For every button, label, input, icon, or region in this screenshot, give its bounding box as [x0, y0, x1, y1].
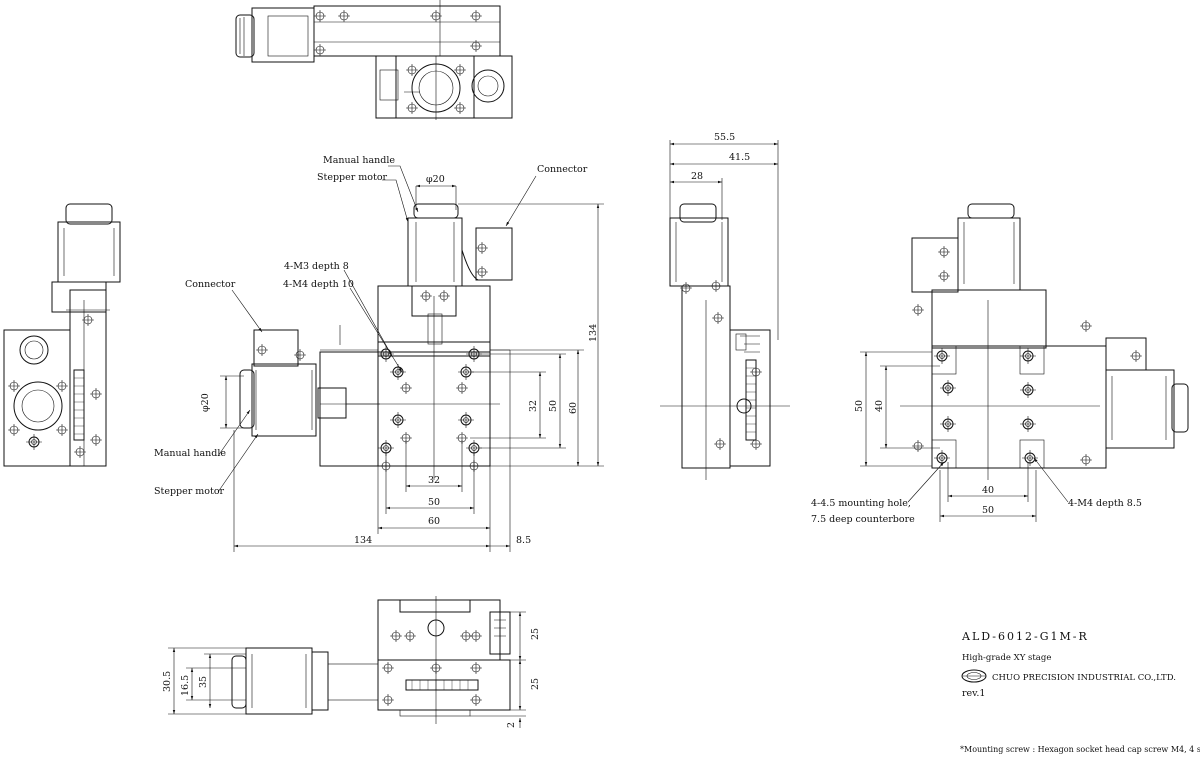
dim-25-upper: 25: [530, 628, 541, 640]
dim-phi20-top: φ20: [426, 174, 445, 185]
label-mounting-hole-2: 7.5 deep counterbore: [811, 514, 915, 525]
bottom-view: [900, 203, 1189, 480]
dim-30-5: 30.5: [162, 671, 173, 692]
dim-60-horizontal: 60: [428, 516, 440, 527]
dim-35: 35: [198, 676, 209, 688]
label-manual-handle-left: Manual handle: [154, 448, 226, 459]
dim-phi20-left: φ20: [200, 393, 211, 412]
company-logo: [961, 669, 987, 683]
right-side-view: [660, 203, 790, 480]
dim-28: 28: [691, 171, 703, 182]
revision: rev.1: [962, 688, 985, 699]
dim-40-bottom-horizontal: 40: [982, 485, 994, 496]
label-m4-depth-10: 4-M4 depth 10: [283, 279, 354, 290]
left-side-view: [3, 203, 121, 467]
top-view: [235, 0, 513, 120]
front-view: [239, 203, 513, 480]
dim-134-vertical: 134: [588, 324, 599, 342]
dim-40-bottom-vertical: 40: [874, 400, 885, 412]
label-mounting-hole-1: 4-4.5 mounting hole,: [811, 498, 911, 509]
model-number: ALD-6012-G1M-R: [961, 630, 1089, 643]
dim-32-vertical: 32: [528, 400, 539, 412]
side-view-bottom: [231, 596, 511, 724]
label-stepper-motor-left: Stepper motor: [154, 486, 225, 497]
dim-41-5: 41.5: [729, 152, 750, 163]
dim-16-5: 16.5: [180, 675, 191, 696]
dim-8-5: 8.5: [516, 535, 531, 546]
dim-25-lower: 25: [530, 678, 541, 690]
label-connector-left: Connector: [185, 279, 236, 290]
label-m3-depth: 4-M3 depth 8: [284, 261, 349, 272]
dim-60-vertical: 60: [568, 402, 579, 414]
label-connector-top: Connector: [537, 164, 588, 175]
labels: Manual handle Stepper motor Connector 4-…: [154, 132, 1142, 728]
dimension-lines: [168, 140, 1037, 728]
dim-55-5: 55.5: [714, 132, 735, 143]
label-manual-handle-top: Manual handle: [323, 155, 395, 166]
leader-lines: [217, 165, 1069, 503]
dim-50-bottom-horizontal: 50: [982, 505, 994, 516]
dim-50-bottom-vertical: 50: [854, 400, 865, 412]
dim-50-vertical: 50: [548, 400, 559, 412]
company-name: CHUO PRECISION INDUSTRIAL CO.,LTD.: [992, 673, 1176, 683]
dim-2: 2: [506, 722, 517, 728]
label-stepper-motor-top: Stepper motor: [317, 172, 388, 183]
title-block: ALD-6012-G1M-R High-grade XY stage CHUO …: [960, 630, 1200, 754]
dim-32-horizontal: 32: [428, 475, 440, 486]
dim-50-horizontal: 50: [428, 497, 440, 508]
footnote: *Mounting screw : Hexagon socket head ca…: [960, 745, 1200, 754]
product-description: High-grade XY stage: [962, 653, 1051, 663]
dim-134-horizontal: 134: [354, 535, 372, 546]
label-m4-depth-8-5: 4-M4 depth 8.5: [1068, 498, 1142, 509]
